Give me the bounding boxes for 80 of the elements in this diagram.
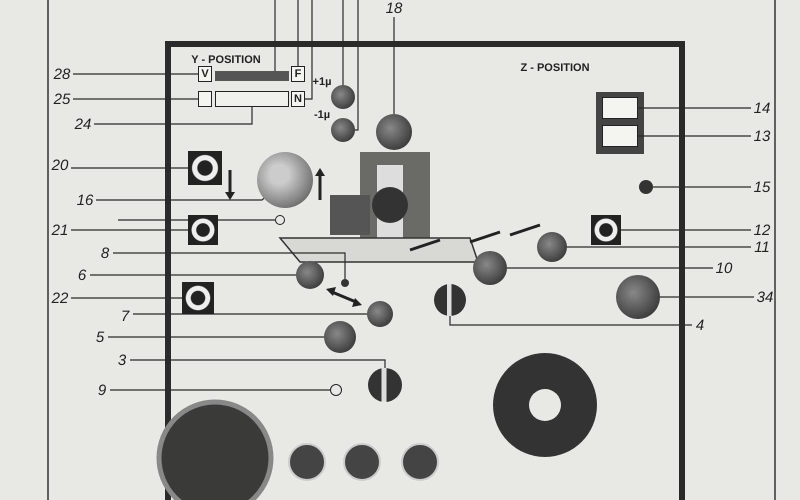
selector-dial xyxy=(188,215,218,245)
leader-line xyxy=(653,186,751,188)
leader-line xyxy=(96,198,264,201)
leader-line xyxy=(638,107,751,109)
indicator-light xyxy=(275,215,285,225)
leader-line xyxy=(305,0,313,100)
callout-number: 20 xyxy=(49,156,71,174)
callout-number: 16 xyxy=(74,191,96,209)
indicator-key: V xyxy=(198,66,212,82)
callout-number: 15 xyxy=(751,178,773,196)
selector-dial xyxy=(591,215,621,245)
leader-line xyxy=(90,274,296,276)
panel-label: Z - POSITION xyxy=(520,62,590,74)
callout-number: 18 xyxy=(383,0,405,17)
callout-number: 5 xyxy=(92,328,108,346)
leader-line xyxy=(108,336,324,338)
leader-line xyxy=(130,359,386,368)
callout-number: 6 xyxy=(74,266,90,284)
leader-line xyxy=(393,17,395,114)
leader-line xyxy=(73,73,198,75)
callout-number: 9 xyxy=(94,381,110,399)
control-knob xyxy=(331,85,355,109)
callout-number: 13 xyxy=(751,127,773,145)
leader-line xyxy=(71,167,188,169)
leader-line xyxy=(355,0,359,131)
control-knob xyxy=(376,114,412,150)
callout-number: 8 xyxy=(97,244,113,262)
indicator-key: N xyxy=(291,91,305,107)
display-bar xyxy=(215,71,289,81)
callout-number: 14 xyxy=(751,99,773,117)
indicator-window xyxy=(602,97,638,119)
leader-line xyxy=(110,389,330,391)
leader-line xyxy=(297,0,299,66)
leader-line xyxy=(638,135,751,137)
callout-number: 12 xyxy=(751,221,773,239)
indicator-window xyxy=(602,125,638,147)
leader-line xyxy=(94,107,253,125)
leader-line xyxy=(342,0,344,85)
selector-dial xyxy=(182,282,214,314)
leader-line xyxy=(71,229,188,231)
callout-number: 21 xyxy=(49,221,71,239)
leader-line xyxy=(660,296,754,298)
callout-number: 24 xyxy=(72,115,94,133)
table-stop xyxy=(341,279,349,287)
indicator-light xyxy=(330,384,342,396)
indicator-key: F xyxy=(291,66,305,82)
leader-line xyxy=(507,267,713,269)
leader-line xyxy=(113,252,346,279)
leader-line xyxy=(71,297,182,299)
leader-line xyxy=(133,313,367,315)
selector-dial xyxy=(188,151,222,185)
control-knob xyxy=(331,118,355,142)
control-knob xyxy=(324,321,356,353)
control-knob xyxy=(616,275,660,319)
callout-number: 3 xyxy=(114,351,130,369)
rotary-switch xyxy=(434,284,466,316)
callout-number: 25 xyxy=(51,90,73,108)
leader-line xyxy=(73,98,198,100)
counter-display xyxy=(215,91,289,107)
callout-number: 28 xyxy=(51,65,73,83)
leader-line xyxy=(621,229,751,231)
leader-line xyxy=(449,316,692,326)
callout-number: 4 xyxy=(692,316,708,334)
panel-label: +1µ xyxy=(312,76,332,88)
rotary-switch xyxy=(368,368,402,402)
indicator-lamp xyxy=(639,180,653,194)
control-knob xyxy=(367,301,393,327)
callout-number: 10 xyxy=(713,259,735,277)
callout-number: 22 xyxy=(49,289,71,307)
callout-number: 11 xyxy=(751,238,773,256)
panel-label: Y - POSITION xyxy=(191,54,261,66)
control-knob xyxy=(537,232,567,262)
leader-line xyxy=(567,246,751,248)
leader-line xyxy=(274,0,276,71)
control-knob xyxy=(296,261,324,289)
callout-number: 34 xyxy=(754,288,776,306)
panel-label: -1µ xyxy=(314,109,330,121)
control-knob xyxy=(473,251,507,285)
indicator-key xyxy=(198,91,212,107)
callout-number: 7 xyxy=(117,307,133,325)
